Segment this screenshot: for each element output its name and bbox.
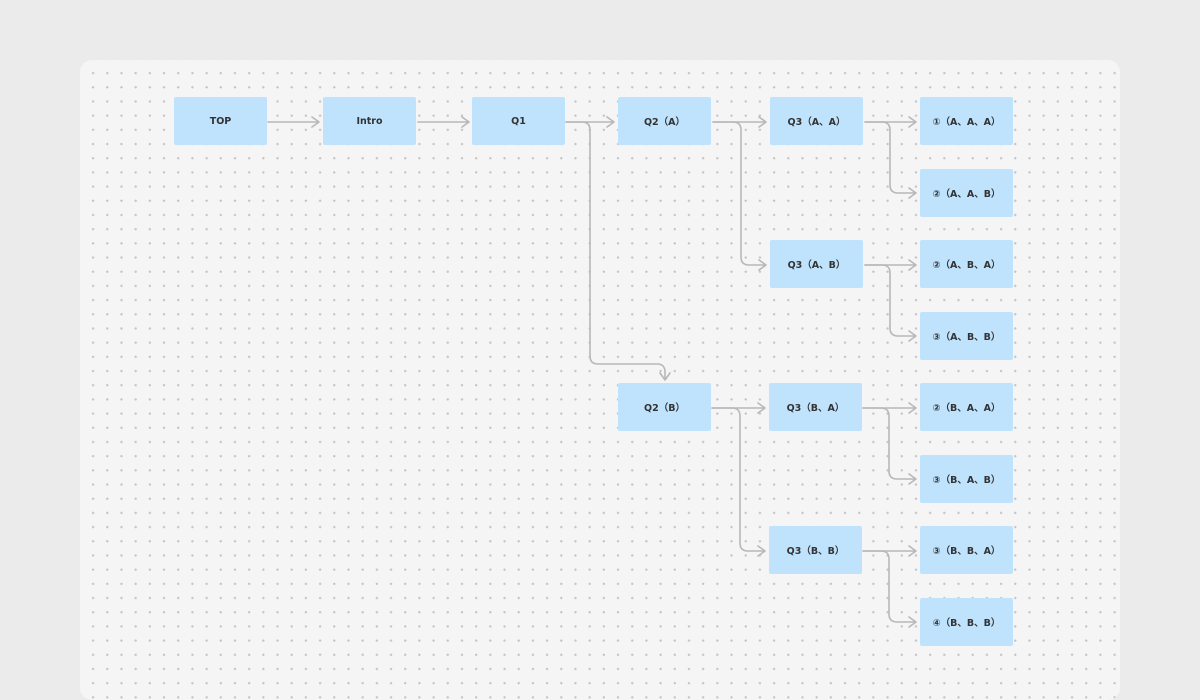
node-q1[interactable]: Q1 xyxy=(472,97,565,145)
connector-q2b-q3bb xyxy=(711,407,766,557)
node-q3-a-a[interactable]: Q3（A、A） xyxy=(770,97,863,145)
node-result-b-b-b[interactable]: ④（B、B、B） xyxy=(920,598,1013,646)
node-top[interactable]: TOP xyxy=(174,97,267,145)
node-result-b-b-a[interactable]: ③（B、B、A） xyxy=(920,526,1013,574)
connector-q3bb-rbbb xyxy=(862,550,917,628)
connector-q3ab-rabb xyxy=(864,264,917,342)
node-result-a-b-b[interactable]: ③（A、B、B） xyxy=(920,312,1013,360)
node-result-b-a-a[interactable]: ②（B、A、A） xyxy=(920,383,1013,431)
node-q2-a[interactable]: Q2（A） xyxy=(618,97,711,145)
connector-q2a-q3ab xyxy=(712,121,767,271)
node-intro[interactable]: Intro xyxy=(323,97,416,145)
node-q3-b-a[interactable]: Q3（B、A） xyxy=(769,383,862,431)
node-result-a-b-a[interactable]: ②（A、B、A） xyxy=(920,240,1013,288)
node-q3-a-b[interactable]: Q3（A、B） xyxy=(770,240,863,288)
connector-q3ba-rbab xyxy=(862,407,917,485)
node-q2-b[interactable]: Q2（B） xyxy=(618,383,711,431)
connector-q3aa-raab xyxy=(864,121,917,199)
node-result-b-a-b[interactable]: ③（B、A、B） xyxy=(920,455,1013,503)
connector-layer xyxy=(267,116,917,628)
connector-intro-q1 xyxy=(417,116,470,128)
node-result-a-a-a[interactable]: ①（A、A、A） xyxy=(920,97,1013,145)
connector-q1-q2b xyxy=(565,121,671,381)
diagram-canvas xyxy=(80,60,1120,700)
node-result-a-a-b[interactable]: ②（A、A、B） xyxy=(920,169,1013,217)
connector-top-intro xyxy=(267,116,320,128)
node-q3-b-b[interactable]: Q3（B、B） xyxy=(769,526,862,574)
